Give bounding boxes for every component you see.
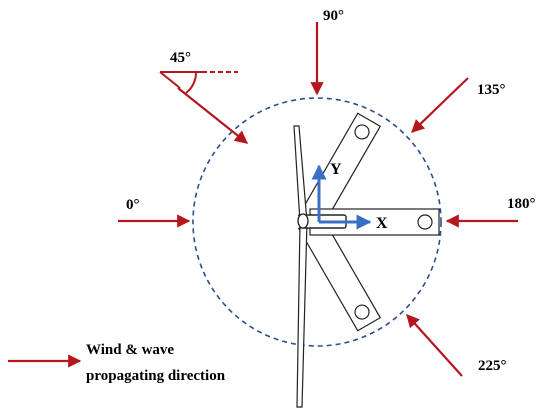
direction-arrows [8,22,518,377]
legend-line-2: propagating direction [86,368,226,384]
local-axes: Y X [311,161,388,232]
label-225deg: 225° [478,358,507,374]
label-180deg: 180° [507,196,536,212]
floating-platform [297,112,440,332]
angle-45-reference [159,71,238,94]
arrow-225deg [406,314,463,377]
y-axis-label: Y [330,161,342,178]
pontoon-lower-left [297,214,382,332]
label-135deg: 135° [477,82,506,98]
label-0deg: 0° [126,197,140,213]
label-90deg: 90° [323,8,344,24]
reference-line-diagonal [159,71,181,89]
turbine-hub [297,213,309,229]
legend-line-1: Wind & wave [86,342,174,358]
arrow-45deg [177,87,249,144]
turbine-blade [293,125,308,408]
x-axis-label: X [376,215,388,232]
label-45deg: 45° [170,50,191,66]
angle-arc [185,71,198,94]
arrow-135deg [411,77,469,133]
domain-circle [192,97,442,347]
